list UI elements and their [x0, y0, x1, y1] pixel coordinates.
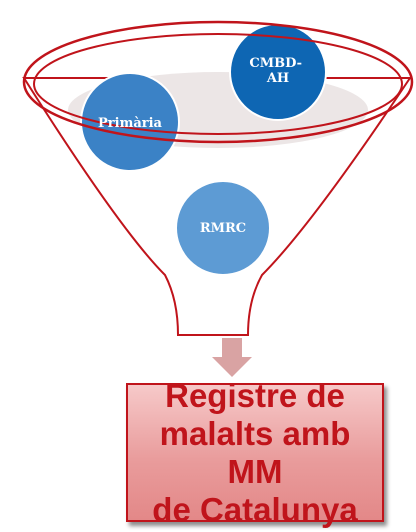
circle-label-primaria: Primària: [98, 116, 163, 131]
down-arrow-icon: [212, 338, 252, 377]
circle-label-cmbd-ah: CMBD- AH: [249, 56, 306, 86]
circle-rmrc: [175, 180, 271, 276]
funnel-rim-inner: [33, 33, 403, 135]
funnel-diagram: CMBD- AH Primària RMRC: [22, 20, 414, 336]
result-line-3: de Catalunya: [152, 490, 358, 528]
circle-label-rmrc: RMRC: [200, 221, 246, 236]
result-line-2: malalts amb MM: [159, 414, 351, 490]
circle-primaria: [80, 72, 180, 172]
result-title: Registre de malalts amb MM de Catalunya: [130, 377, 380, 529]
result-box: Registre de malalts amb MM de Catalunya: [126, 377, 384, 528]
funnel-rim-outer: [22, 20, 414, 144]
result-line-1: Registre de: [165, 376, 345, 414]
